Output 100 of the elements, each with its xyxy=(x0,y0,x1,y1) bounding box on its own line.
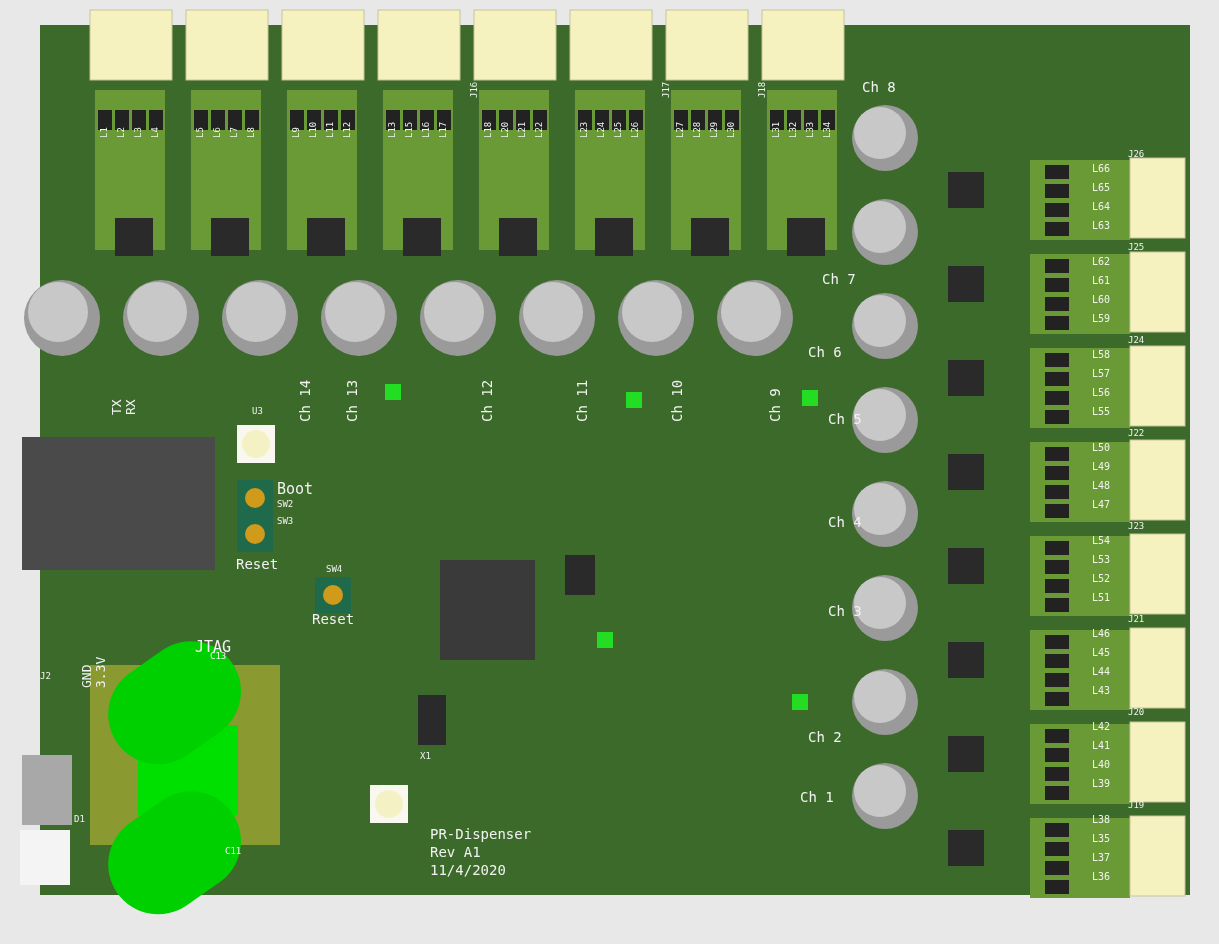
part-label: L6 xyxy=(213,127,222,138)
part-label: L34 xyxy=(823,121,832,138)
channel-label: Ch 1 xyxy=(800,790,834,804)
part-label: L11 xyxy=(326,121,335,138)
revision-label: Rev A1 xyxy=(430,845,481,859)
channel-label: Ch 8 xyxy=(862,80,896,94)
connector-label: J20 xyxy=(1128,708,1145,717)
part-label: L42 xyxy=(1092,722,1111,732)
part-label: L56 xyxy=(1092,388,1111,398)
button-label: Boot xyxy=(277,482,314,497)
part-label: L12 xyxy=(343,121,352,138)
channel-label: Ch 9 xyxy=(768,388,782,422)
part-label: L7 xyxy=(230,127,239,138)
part-label: L49 xyxy=(1092,462,1111,472)
part-label: L13 xyxy=(388,121,397,138)
part-label: L40 xyxy=(1092,760,1111,770)
pin-label: GND xyxy=(80,664,93,688)
part-label: L26 xyxy=(631,121,640,138)
part-label: L37 xyxy=(1092,853,1111,863)
channel-label: Ch 7 xyxy=(822,272,856,286)
part-label: L3 xyxy=(134,127,143,138)
connector-label: J23 xyxy=(1128,522,1145,531)
part-label: L61 xyxy=(1092,276,1111,286)
part-label: SW4 xyxy=(326,565,343,574)
part-label: L46 xyxy=(1092,629,1111,639)
part-label: L50 xyxy=(1092,443,1111,453)
part-label: L33 xyxy=(806,121,815,138)
date-label: 11/4/2020 xyxy=(430,863,506,877)
channel-label: Ch 13 xyxy=(345,379,359,422)
part-label: L66 xyxy=(1092,164,1111,174)
part-label: L41 xyxy=(1092,741,1111,751)
channel-label: Ch 14 xyxy=(298,379,312,422)
part-label: L4 xyxy=(151,127,160,138)
part-label: L38 xyxy=(1092,815,1111,825)
part-label: L31 xyxy=(772,121,781,138)
part-label: U3 xyxy=(252,407,263,416)
part-label: L44 xyxy=(1092,667,1111,677)
part-label: L15 xyxy=(405,121,414,138)
part-label: L5 xyxy=(196,127,205,138)
part-label: L43 xyxy=(1092,686,1111,696)
channel-label: Ch 3 xyxy=(828,604,862,618)
part-label: L53 xyxy=(1092,555,1111,565)
part-label: SW2 xyxy=(277,500,294,509)
part-label: L1 xyxy=(100,127,109,138)
part-label: L16 xyxy=(422,121,431,138)
button-label: Reset xyxy=(312,612,355,626)
part-label: L58 xyxy=(1092,350,1111,360)
part-label: L8 xyxy=(247,127,256,138)
part-label: L62 xyxy=(1092,257,1111,267)
part-label: L21 xyxy=(518,121,527,138)
part-label: L59 xyxy=(1092,314,1111,324)
part-label: L27 xyxy=(676,121,685,138)
part-label: L2 xyxy=(117,127,126,138)
channel-label: Ch 10 xyxy=(670,379,684,422)
part-label: L52 xyxy=(1092,574,1111,584)
part-label: SW3 xyxy=(277,517,294,526)
part-label: L17 xyxy=(439,121,448,138)
connector-label: J24 xyxy=(1128,336,1145,345)
part-label: L36 xyxy=(1092,872,1111,882)
part-label: L39 xyxy=(1092,779,1111,789)
part-label: L63 xyxy=(1092,221,1111,231)
part-label: L28 xyxy=(693,121,702,138)
part-label: X1 xyxy=(420,752,431,761)
part-label: L48 xyxy=(1092,481,1111,491)
channel-label: Ch 11 xyxy=(575,379,589,422)
button-label: Reset xyxy=(236,557,279,571)
pin-label: RX xyxy=(124,399,137,415)
part-label: D1 xyxy=(74,815,85,824)
part-label: L22 xyxy=(535,121,544,138)
connector-label: J18 xyxy=(758,81,767,98)
connector-label: J25 xyxy=(1128,243,1145,252)
channel-label: Ch 2 xyxy=(808,730,842,744)
connector-label: J19 xyxy=(1128,801,1145,810)
part-label: L9 xyxy=(292,127,301,138)
part-label: J2 xyxy=(40,672,51,681)
part-label: L64 xyxy=(1092,202,1111,212)
part-label: L60 xyxy=(1092,295,1111,305)
part-label: L10 xyxy=(309,121,318,138)
board-name: PR-Dispenser xyxy=(430,827,532,841)
channel-label: Ch 4 xyxy=(828,515,862,529)
connector-label: J26 xyxy=(1128,150,1145,159)
part-label: L54 xyxy=(1092,536,1111,546)
channel-label: Ch 12 xyxy=(480,379,494,422)
channel-label: Ch 5 xyxy=(828,412,862,426)
part-label: L45 xyxy=(1092,648,1111,658)
part-label: L35 xyxy=(1092,834,1111,844)
part-label: L29 xyxy=(710,121,719,138)
part-label: L18 xyxy=(484,121,493,138)
pin-label: TX xyxy=(110,399,123,415)
part-label: C11 xyxy=(225,847,242,856)
pin-label: 3.3V xyxy=(94,656,107,688)
part-label: L55 xyxy=(1092,407,1111,417)
part-label: L32 xyxy=(789,121,798,138)
part-label: L57 xyxy=(1092,369,1111,379)
part-label: L65 xyxy=(1092,183,1111,193)
part-label: L30 xyxy=(727,121,736,138)
connector-label: J17 xyxy=(662,81,671,98)
connector-label: J16 xyxy=(470,81,479,98)
connector-label: J22 xyxy=(1128,429,1145,438)
connector-label: J21 xyxy=(1128,615,1145,624)
